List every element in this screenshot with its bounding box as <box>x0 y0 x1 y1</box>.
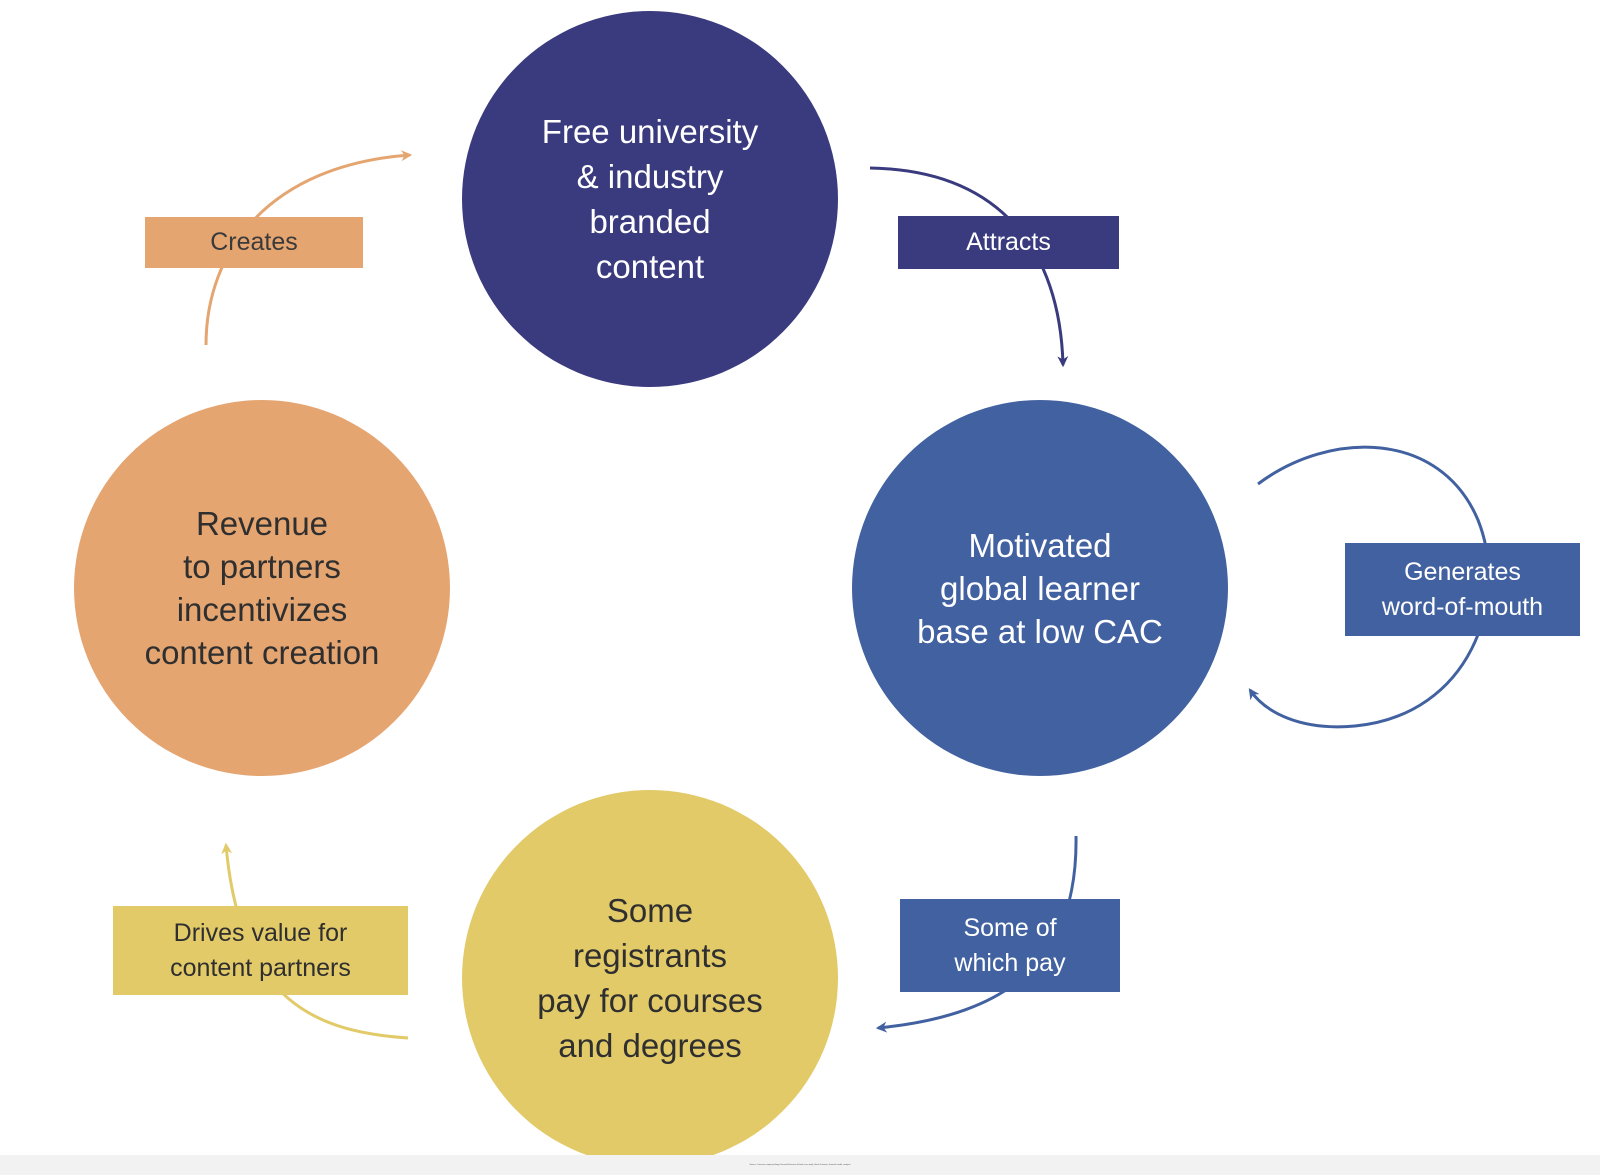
edge-label-attracts-text: Attracts <box>966 228 1051 256</box>
drives-value-arrow <box>221 842 409 1040</box>
edge-label-drives-value-text: Drives value for content partners <box>170 918 351 982</box>
edge-label-creates-text: Creates <box>210 228 298 256</box>
edge-label-attracts: Attracts <box>898 216 1119 269</box>
edge-label-creates: Creates <box>145 217 363 268</box>
node-learner-base: Motivated global learner base at low CAC <box>852 400 1228 776</box>
node-partner-revenue-text: Revenue to partners incentivizes content… <box>144 505 380 671</box>
node-paying-registrants-text: Some registrants pay for courses and deg… <box>537 892 763 1064</box>
node-free-content-text: Free university & industry branded conte… <box>541 113 759 285</box>
node-paying-registrants: Some registrants pay for courses and deg… <box>462 790 838 1166</box>
node-learner-base-text: Motivated global learner base at low CAC <box>917 526 1163 650</box>
edge-label-some-pay: Some of which pay <box>900 899 1120 992</box>
edge-label-word-of-mouth: Generates word-of-mouth <box>1345 543 1580 636</box>
edge-label-word-of-mouth-text: Generates word-of-mouth <box>1381 557 1544 621</box>
edge-label-some-pay-text: Some of which pay <box>954 913 1066 977</box>
node-partner-revenue: Revenue to partners incentivizes content… <box>74 400 450 776</box>
edge-label-drives-value: Drives value for content partners <box>113 906 408 995</box>
footer-strip <box>0 1155 1600 1175</box>
node-free-content: Free university & industry branded conte… <box>462 11 838 387</box>
source-footnote: Source: Coursera company filings, Harvar… <box>749 1164 851 1166</box>
